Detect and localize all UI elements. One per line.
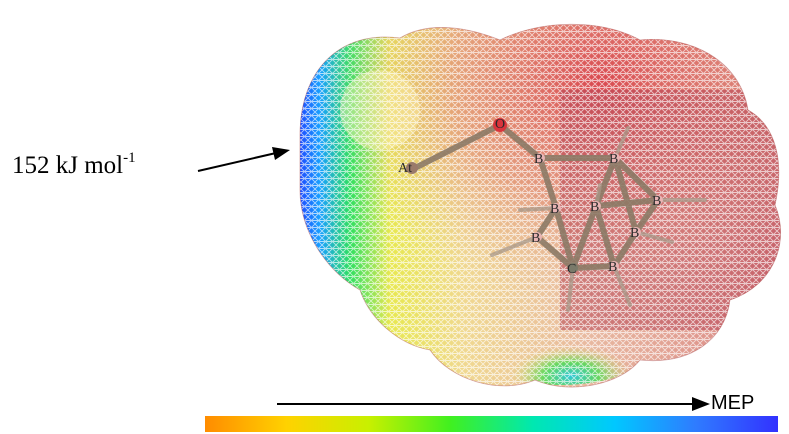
mep-surface: [300, 24, 781, 388]
oxygen-atom: [493, 118, 507, 132]
hydrogen-bonds: [490, 126, 707, 312]
energy-value-label: 152 kJ mol-1: [12, 150, 136, 180]
atom-labels: At O B B B B B B B B C: [398, 117, 661, 277]
carbon-atom: [568, 263, 578, 273]
bonds: [412, 122, 661, 271]
atom-label-b: B: [608, 260, 617, 275]
atom-label-b: B: [534, 152, 543, 167]
atom-label-b: B: [590, 200, 599, 215]
atom-label-b: B: [609, 152, 618, 167]
mep-color-scale-bar: [205, 416, 778, 432]
atom-label-b: B: [630, 226, 639, 241]
atom-label-o: O: [495, 117, 505, 132]
mep-axis-label: MEP: [711, 392, 755, 414]
boron-atoms: [532, 153, 663, 271]
atom-label-at: At: [398, 161, 412, 176]
surface-outline: [299, 23, 782, 388]
atom-label-b: B: [531, 231, 540, 246]
atom-label-b: B: [652, 194, 661, 209]
astatine-atom: [406, 162, 418, 174]
atom-label-c: C: [567, 262, 576, 277]
atom-label-b: B: [550, 202, 559, 217]
mep-axis-arrow-icon: [277, 397, 710, 411]
energy-unit-exponent: -1: [123, 150, 136, 166]
molecule-structure: At O B B B B B B B B C: [398, 117, 707, 312]
energy-value-text: 152 kJ mol: [12, 152, 124, 179]
arrow-right-icon: [197, 147, 290, 172]
